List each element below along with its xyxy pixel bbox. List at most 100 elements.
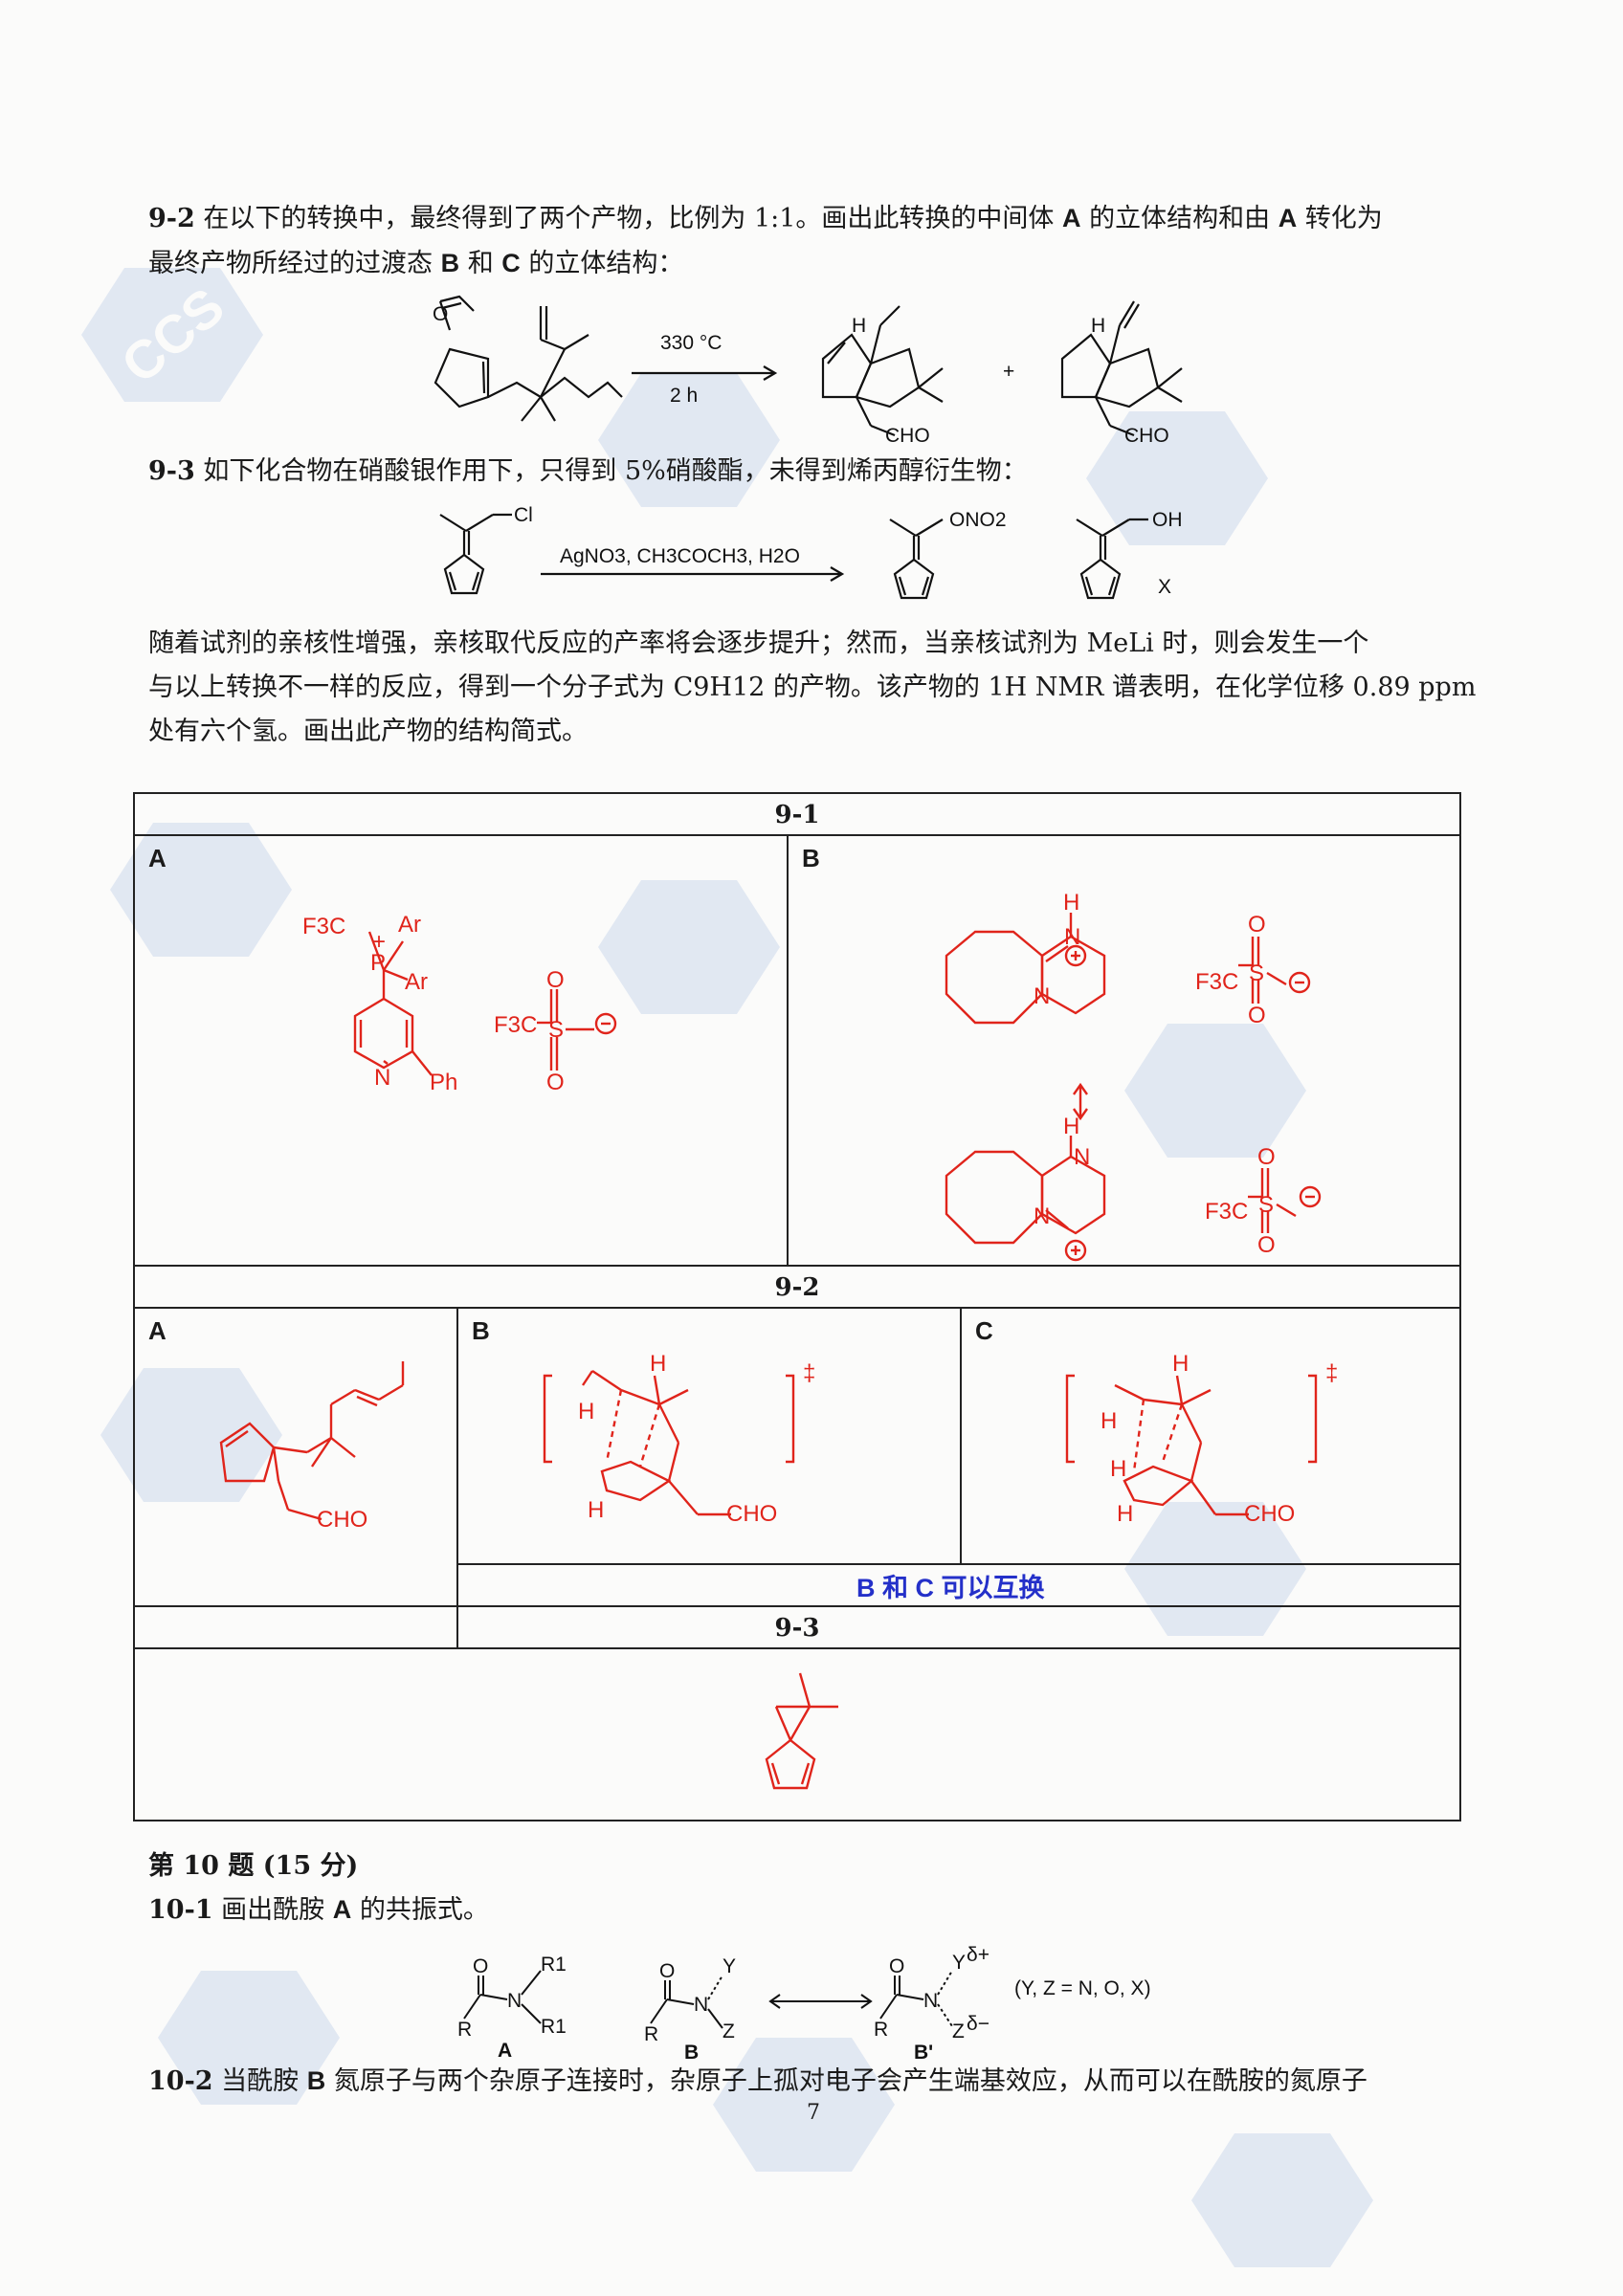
row-divider — [135, 1265, 1459, 1267]
ccs-watermark-logo — [593, 871, 785, 1024]
q93-text: 如下化合物在硝酸银作用下，只得到 5%硝酸酯，未得到烯丙醇衍生物： — [203, 456, 1028, 486]
q92-text: 和 — [467, 249, 494, 278]
compound-label-B: B — [684, 2042, 699, 2064]
atom-label-O: O — [1248, 912, 1266, 938]
row-divider — [135, 1605, 1459, 1607]
q92-text: 转化为 — [1304, 204, 1383, 233]
cho-label: CHO — [726, 1501, 777, 1527]
oh-label: OH — [1152, 509, 1183, 531]
r1-label: R1 — [541, 2016, 567, 2038]
q92-text: 在以下的转换中，最终得到了两个产物，比例为 1:1。画出此转换的中间体 — [203, 204, 1055, 233]
atom-label-P: P — [370, 950, 386, 976]
cho-label: CHO — [885, 425, 930, 447]
atom-label-N: N — [1034, 1203, 1050, 1229]
q101-amide-scheme: O N R1 R1 R A O N Y Z R B O N Y δ+ Z δ− … — [450, 1942, 1177, 2066]
answer-table: 9-1 A F3C — [133, 792, 1461, 1821]
atom-label-N: N — [1074, 1144, 1090, 1170]
atom-label-O: O — [1257, 1232, 1276, 1258]
q92-reaction-scheme: 330 °C 2 h O H CHO + H CHO — [421, 292, 1493, 450]
atom-label-H: H — [1063, 1114, 1079, 1139]
z-label: Z — [952, 2020, 965, 2042]
answer-9-2-B: B H H H CHO ‡ — [458, 1309, 960, 1563]
atom-label-H: H — [578, 1399, 594, 1424]
label-B: B — [306, 2066, 326, 2095]
atom-label-O: O — [659, 1960, 675, 1982]
atom-label-H: H — [1091, 315, 1105, 337]
atom-label-O: O — [889, 1955, 904, 1977]
atom-label-N: N — [923, 1990, 938, 2012]
cell-label-B: B — [472, 1316, 490, 1345]
cell-divider — [960, 1309, 962, 1563]
ccs-watermark-logo — [1187, 2124, 1378, 2277]
label-A: A — [1278, 204, 1298, 232]
q92-text: 的立体结构和由 — [1089, 204, 1271, 233]
ccs-watermark-logo — [96, 1358, 287, 1512]
q101-text: 的共振式。 — [359, 1895, 489, 1925]
row-divider — [458, 1563, 1461, 1565]
answer-9-3 — [135, 1649, 1459, 1821]
q93-paragraph-2: 随着试剂的亲核性增强，亲核取代反应的产率将会逐步提升；然而，当亲核试剂为 MeL… — [148, 622, 1478, 754]
answer-9-2-C: C H H H H CHO ‡ — [962, 1309, 1461, 1563]
atom-label-O: O — [1248, 1003, 1266, 1028]
answer-header-9-2: 9-2 — [135, 1267, 1459, 1309]
r-label: R — [874, 2019, 888, 2041]
atom-label-N: N — [1034, 983, 1050, 1009]
atom-label-N: N — [694, 1994, 708, 2016]
answer-header-9-1: 9-1 — [135, 794, 1459, 836]
label-B: B — [440, 249, 460, 277]
charge-plus: + — [372, 929, 386, 955]
ccs-watermark-logo — [1120, 1014, 1311, 1167]
atom-label-H: H — [1117, 1501, 1133, 1527]
label-A: A — [1062, 204, 1081, 232]
atom-label-Cl: Cl — [514, 504, 533, 526]
ar-label: Ar — [405, 969, 428, 995]
cell-divider — [787, 836, 789, 1265]
atom-label-S: S — [1258, 1192, 1274, 1218]
atom-label-H: H — [852, 315, 866, 337]
ccs-watermark-logo — [153, 1961, 345, 2114]
atom-label-O: O — [433, 303, 448, 325]
compound-label-Bprime: B' — [914, 2042, 933, 2064]
q92-text: 的立体结构： — [528, 249, 684, 278]
q10-heading: 第 10 题 (15 分) — [148, 1851, 359, 1881]
y-label: Y — [952, 1952, 966, 1974]
q102-paragraph: 10-2 当酰胺 B 氮原子与两个杂原子连接时，杂原子上孤对电子会产生端基效应，… — [148, 2059, 1478, 2104]
q93-reaction-scheme: Cl AgNO3, CH3COCH3, H2O ONO2 OH X — [421, 497, 1301, 612]
q93-number: 9-3 — [148, 456, 195, 486]
r-label: R — [457, 2019, 472, 2041]
q93-text: 与以上转换不一样的反应，得到一个分子式为 C9H12 的产物。该产物的 1H N… — [148, 673, 1477, 702]
q101-text: 画出酰胺 — [221, 1895, 325, 1925]
ccs-watermark-logo — [708, 2028, 900, 2181]
atom-label-H: H — [650, 1351, 666, 1377]
atom-label-N: N — [1064, 924, 1080, 950]
answer-header-9-3: 9-3 — [135, 1607, 1459, 1649]
r-label: R — [644, 2023, 658, 2045]
cell-divider — [456, 1309, 458, 1649]
q102-number: 10-2 — [148, 2066, 213, 2096]
compound-label-A: A — [498, 2040, 512, 2062]
q93-text: 处有六个氢。画出此产物的结构简式。 — [148, 717, 588, 746]
cell-label-B: B — [802, 844, 820, 872]
q92-paragraph: 9-2 在以下的转换中，最终得到了两个产物，比例为 1:1。画出此转换的中间体 … — [148, 196, 1478, 286]
ph-label: Ph — [430, 1070, 457, 1095]
atom-label-S: S — [548, 1017, 564, 1043]
z-label: Z — [723, 2020, 735, 2042]
reaction-condition-temp: 330 °C — [660, 332, 722, 354]
r1-label: R1 — [541, 1954, 567, 1976]
q93-paragraph: 9-3 如下化合物在硝酸银作用下，只得到 5%硝酸酯，未得到烯丙醇衍生物： — [148, 450, 1478, 494]
atom-label-H: H — [1101, 1408, 1117, 1434]
reaction-condition-time: 2 h — [670, 385, 698, 407]
plus-sign: + — [1003, 361, 1014, 383]
answer-9-1-B: B — [789, 836, 1461, 1265]
cell-label-C: C — [975, 1316, 993, 1345]
transition-state-dagger: ‡ — [803, 1360, 815, 1386]
ccs-watermark-logo — [593, 364, 785, 517]
reaction-reagents: AgNO3, CH3COCH3, H2O — [560, 545, 800, 567]
ono2-label: ONO2 — [949, 509, 1007, 531]
atom-label-H: H — [1063, 890, 1079, 916]
f3c-label: F3C — [494, 1012, 537, 1038]
cell-label-A: A — [148, 1316, 167, 1345]
f3c-label: F3C — [302, 914, 345, 939]
bc-interchangeable-note: B 和 C 可以互换 — [856, 1574, 1045, 1602]
q102-text: 氮原子与两个杂原子连接时，杂原子上孤对电子会产生端基效应，从而可以在酰胺的氮原子 — [333, 2066, 1367, 2096]
